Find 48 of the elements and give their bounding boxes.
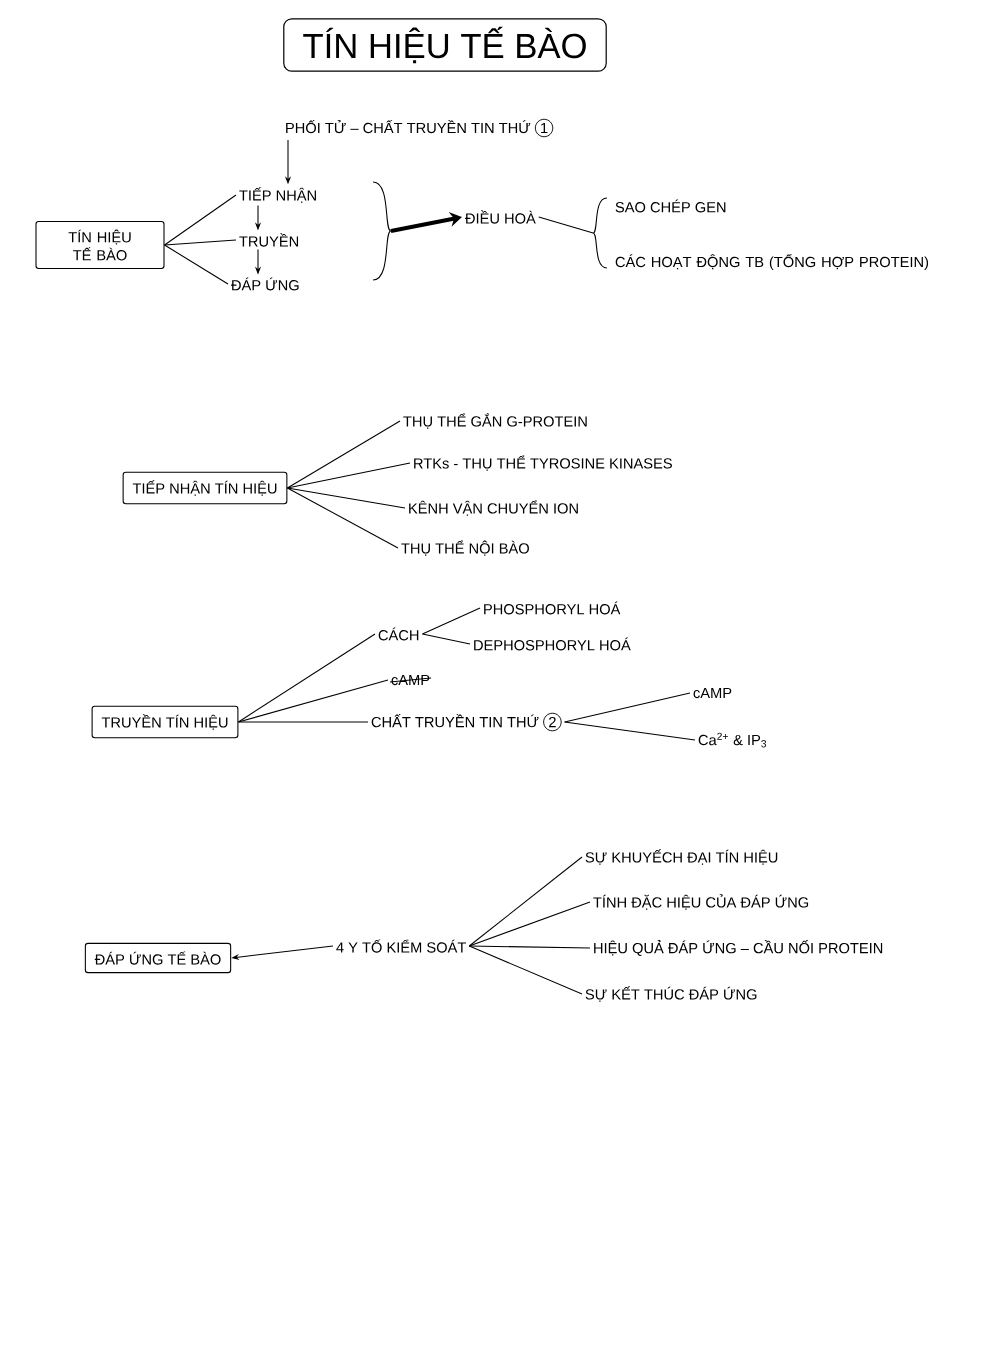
connector-line — [468, 901, 591, 947]
branch-text: ĐÁP ỨNG — [231, 277, 299, 291]
connector-line — [237, 633, 376, 723]
connector-line — [164, 239, 237, 246]
branch-text: TRUYỀN — [239, 233, 299, 247]
connector-line — [286, 462, 411, 489]
connector-line — [468, 945, 583, 995]
connector-line — [421, 633, 471, 645]
branch-text: CÁCH — [378, 627, 419, 641]
connector-line — [286, 420, 401, 489]
branch-text: SỰ KHUYẾCH ĐẠI TÍN HIỆU — [585, 849, 778, 865]
topic-box: ĐÁP ỨNG TẾ BÀO — [84, 942, 232, 974]
connector-line — [286, 487, 406, 509]
branch-text: RTKs - THỤ THỂ TYROSINE KINASES — [414, 455, 672, 471]
connector-line — [538, 216, 594, 234]
topic-box: TRUYỀN TÍN HIỆU — [91, 705, 239, 739]
connector-line — [564, 692, 691, 723]
connector-line — [164, 244, 229, 285]
branch-text: ĐIỀU HOÀ — [465, 210, 536, 224]
brace — [372, 181, 392, 281]
topic-box: TIẾP NHẬN TÍN HIỆU — [122, 471, 288, 505]
topic-box: TÍN HIỆU TẾ BÀO — [35, 221, 165, 269]
branch-text: 4 Y TỐ KIỂM SOÁT — [336, 939, 466, 953]
arrow — [390, 212, 462, 233]
branch-text: THỤ THỂ GẮN G-PROTEIN — [403, 413, 587, 429]
branch-text: KÊNH VẬN CHUYỂN ION — [409, 500, 578, 516]
title-box: TÍN HIỆU TẾ BÀO — [283, 18, 607, 72]
brace — [592, 197, 608, 269]
branch-text: TÍNH ĐẶC HIỆU CỦA ĐÁP ỨNG — [593, 894, 809, 910]
connector-line — [237, 721, 369, 723]
connector-line — [164, 194, 237, 246]
branch-text: PHỐI TỬ – CHẤT TRUYỀN TIN THỨ 1 — [286, 118, 554, 138]
branch-text: SAO CHÉP GEN — [615, 199, 726, 213]
branch-text: CÁC HOẠT ĐỘNG TB (TỔNG HỢP PROTEIN) — [615, 253, 929, 271]
branch-text: PHOSPHORYL HOÁ — [484, 601, 621, 615]
branch-text: SỰ KẾT THÚC ĐÁP ỨNG — [585, 986, 757, 1002]
branch-text: CHẤT TRUYỀN TIN THỨ 2 — [371, 712, 562, 732]
branch-text: Ca$^{2+}$ & IP$_{3}$ — [698, 732, 767, 748]
branch-text: TIẾP NHẬN — [239, 187, 316, 203]
connector-line — [286, 487, 399, 549]
connector-line — [421, 607, 481, 635]
connector-line — [468, 856, 583, 947]
connector-line — [468, 945, 591, 949]
branch-text: cAMP — [693, 687, 732, 699]
branch-text: THỤ THỂ NỘI BÀO — [401, 540, 529, 556]
connector-line — [564, 721, 696, 741]
branch-text: HIỆU QUẢ ĐÁP ỨNG – CẦU NỐI PROTEIN — [594, 940, 883, 956]
branch-text: DEPHOSPHORYL HOÁ — [474, 637, 631, 651]
